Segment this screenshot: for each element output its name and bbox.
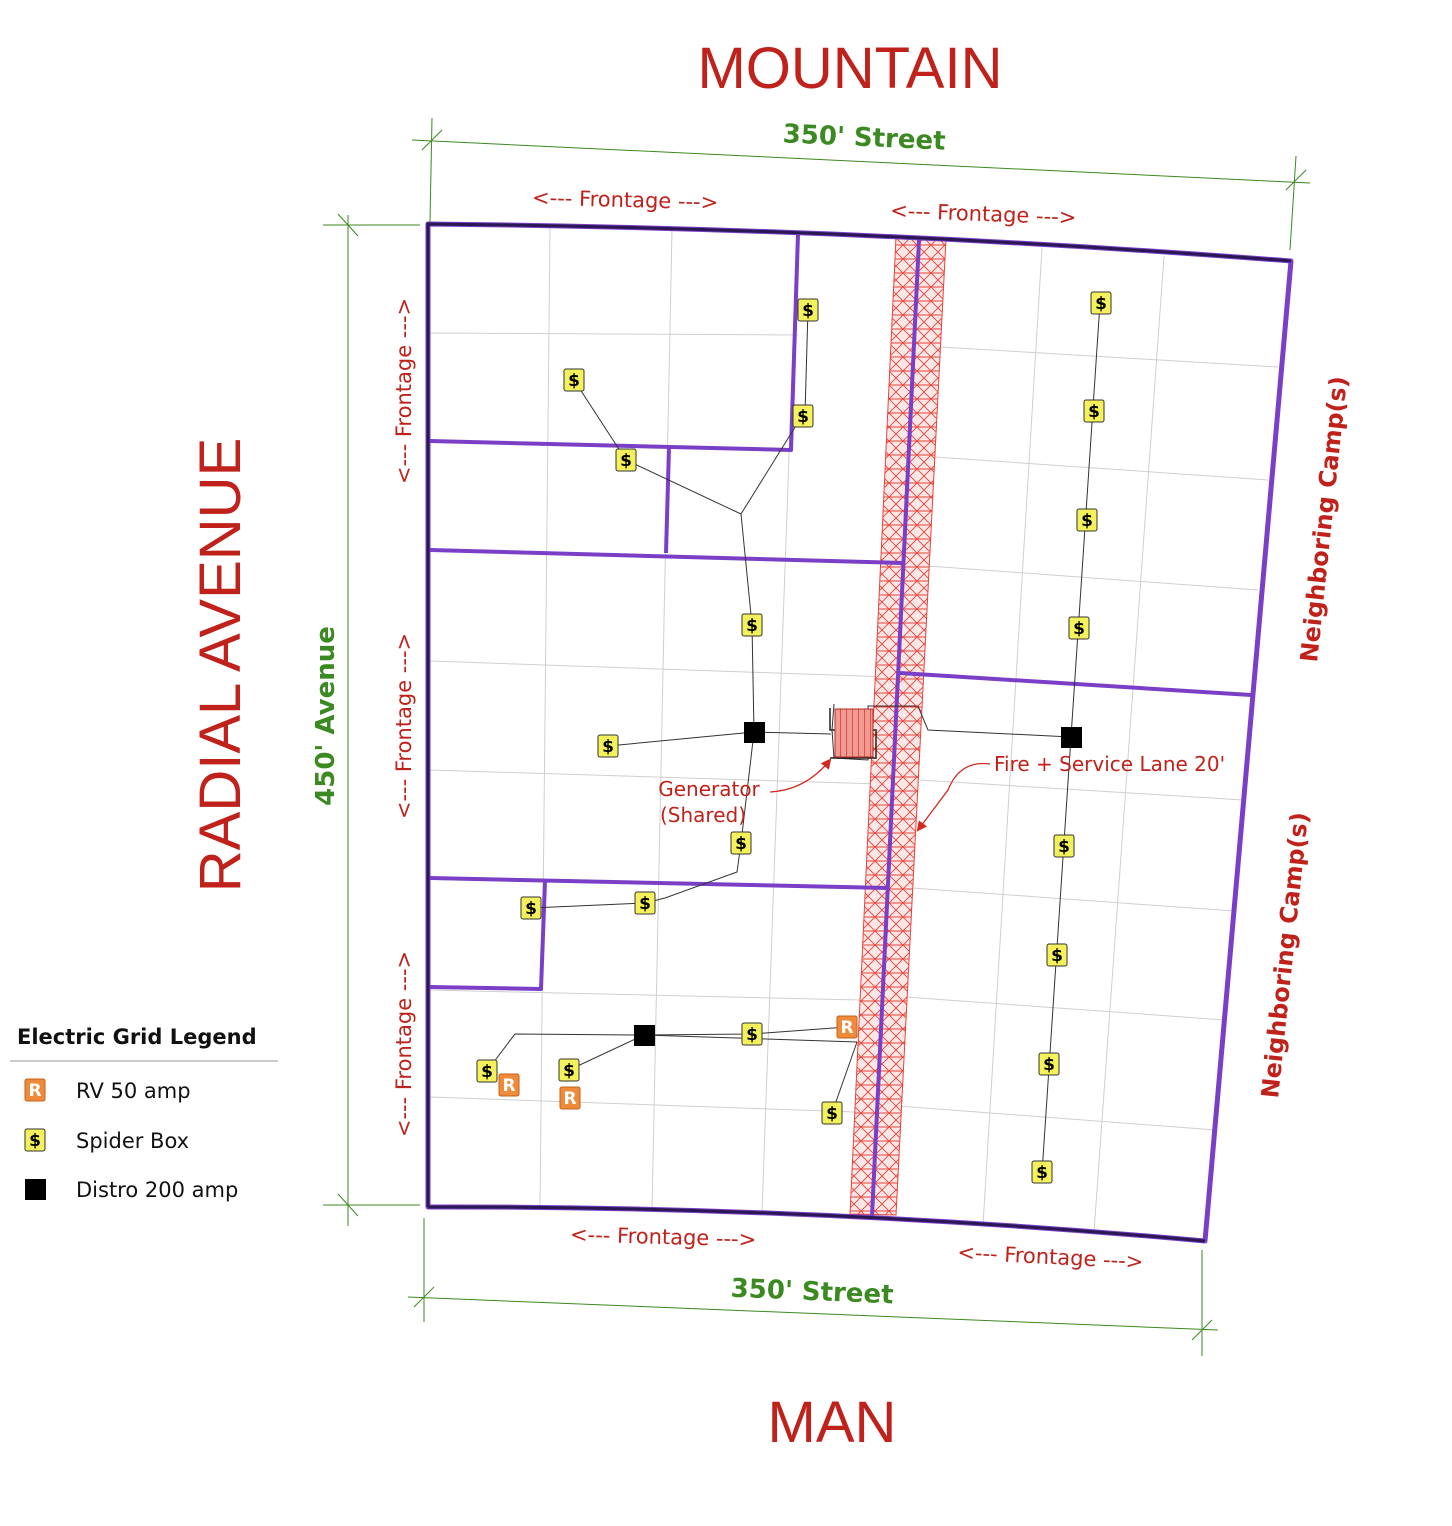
spider-box: $	[1046, 943, 1068, 967]
top-street-dimension: 350' Street	[782, 119, 946, 156]
compass-left-label: RADIAL AVENUE	[188, 438, 253, 892]
distro-box	[744, 722, 765, 743]
rv-hookup: R	[498, 1073, 520, 1097]
frontage-label-top-left: <--- Frontage --->	[532, 186, 719, 215]
legend-rv-icon: R	[24, 1078, 46, 1102]
compass-top-label: MOUNTAIN	[697, 36, 1002, 101]
spider-box: $	[1076, 508, 1098, 532]
spider-box: $	[1068, 616, 1090, 640]
svg-text:$: $	[1088, 402, 1100, 422]
svg-text:$: $	[1036, 1163, 1048, 1183]
svg-text:$: $	[1081, 511, 1093, 531]
legend-rv-label: RV 50 amp	[76, 1079, 191, 1103]
svg-text:R: R	[502, 1076, 515, 1096]
fire-lane-callout-arrow	[916, 762, 991, 832]
legend-spider-label: Spider Box	[76, 1129, 189, 1153]
spider-box: $	[1090, 291, 1112, 315]
svg-text:$: $	[568, 371, 580, 391]
legend-distro-icon	[25, 1179, 46, 1200]
spider-box: $	[797, 298, 819, 322]
generator-callout-line1: Generator	[658, 777, 760, 801]
spider-box: $	[615, 448, 637, 472]
generator-callout-arrow	[769, 758, 832, 793]
legend-title: Electric Grid Legend	[17, 1025, 257, 1049]
spider-boxes: $ $ $ $ $ $ $ $ $ $ $ $ $ $ $ $ $ $ $ $ …	[476, 291, 1112, 1184]
distro-box	[1061, 727, 1082, 748]
svg-text:$: $	[826, 1104, 838, 1124]
svg-text:R: R	[563, 1089, 576, 1109]
frontage-label-left-lower: <--- Frontage --->	[392, 951, 416, 1137]
generator	[834, 708, 874, 758]
svg-text:$: $	[797, 407, 809, 427]
svg-text:$: $	[525, 899, 537, 919]
neighboring-camp-label-lower: Neighboring Camp(s)	[1256, 811, 1314, 1100]
street-frontage-edge	[426, 222, 1292, 1243]
svg-text:$: $	[746, 616, 758, 636]
spider-box: $	[563, 368, 585, 392]
fire-lane-callout: Fire + Service Lane 20'	[994, 752, 1225, 776]
neighboring-camp-label-upper: Neighboring Camp(s)	[1295, 375, 1353, 664]
spider-box: $	[821, 1101, 843, 1125]
spider-box: $	[476, 1059, 498, 1083]
frontage-label-left-middle: <--- Frontage --->	[392, 633, 416, 819]
svg-text:$: $	[620, 451, 632, 471]
svg-text:R: R	[28, 1081, 41, 1101]
lot-boundaries	[429, 233, 1252, 1217]
svg-text:$: $	[1058, 837, 1070, 857]
svg-text:$: $	[1043, 1055, 1055, 1075]
distro-boxes	[634, 722, 1082, 1046]
compass-bottom-label: MAN	[768, 1390, 897, 1455]
spider-box: $	[1038, 1052, 1060, 1076]
svg-text:$: $	[735, 834, 747, 854]
electric-grid-legend: Electric Grid Legend R RV 50 amp $ Spide…	[10, 1025, 278, 1202]
svg-text:$: $	[29, 1131, 41, 1151]
spider-box: $	[520, 896, 542, 920]
spider-box: $	[1053, 834, 1075, 858]
spider-box: $	[1083, 399, 1105, 423]
spider-box: $	[741, 613, 763, 637]
svg-text:$: $	[602, 737, 614, 757]
frontage-label-top-right: <--- Frontage --->	[890, 198, 1077, 229]
frontage-label-bottom-right: <--- Frontage --->	[957, 1240, 1144, 1274]
frontage-label-bottom-left: <--- Frontage --->	[570, 1222, 757, 1251]
svg-text:$: $	[746, 1025, 758, 1045]
generator-enclosure	[829, 708, 877, 759]
generator-callout-line2: (Shared)	[660, 803, 746, 827]
avenue-dimension: 450' Avenue	[311, 626, 341, 806]
spider-box: $	[792, 404, 814, 428]
spider-box: $	[597, 734, 619, 758]
svg-text:$: $	[481, 1062, 493, 1082]
svg-text:R: R	[840, 1018, 853, 1038]
svg-text:$: $	[1095, 294, 1107, 314]
spider-box: $	[1031, 1160, 1053, 1184]
frontage-label-left-upper: <--- Frontage --->	[392, 298, 416, 484]
spider-box: $	[634, 891, 656, 915]
svg-text:$: $	[1051, 946, 1063, 966]
rv-hookups: R R R	[498, 1015, 858, 1110]
spider-box: $	[741, 1022, 763, 1046]
rv-hookup: R	[836, 1015, 858, 1039]
dimension-lines	[323, 117, 1311, 1356]
legend-spider-icon: $	[24, 1128, 46, 1152]
spider-box: $	[558, 1058, 580, 1082]
bottom-street-dimension: 350' Street	[730, 1274, 894, 1311]
spider-box: $	[730, 831, 752, 855]
svg-text:$: $	[802, 301, 814, 321]
rv-hookup: R	[559, 1086, 581, 1110]
svg-text:$: $	[1073, 619, 1085, 639]
svg-text:$: $	[639, 894, 651, 914]
distro-box	[634, 1025, 655, 1046]
legend-distro-label: Distro 200 amp	[76, 1178, 238, 1202]
svg-text:$: $	[563, 1061, 575, 1081]
